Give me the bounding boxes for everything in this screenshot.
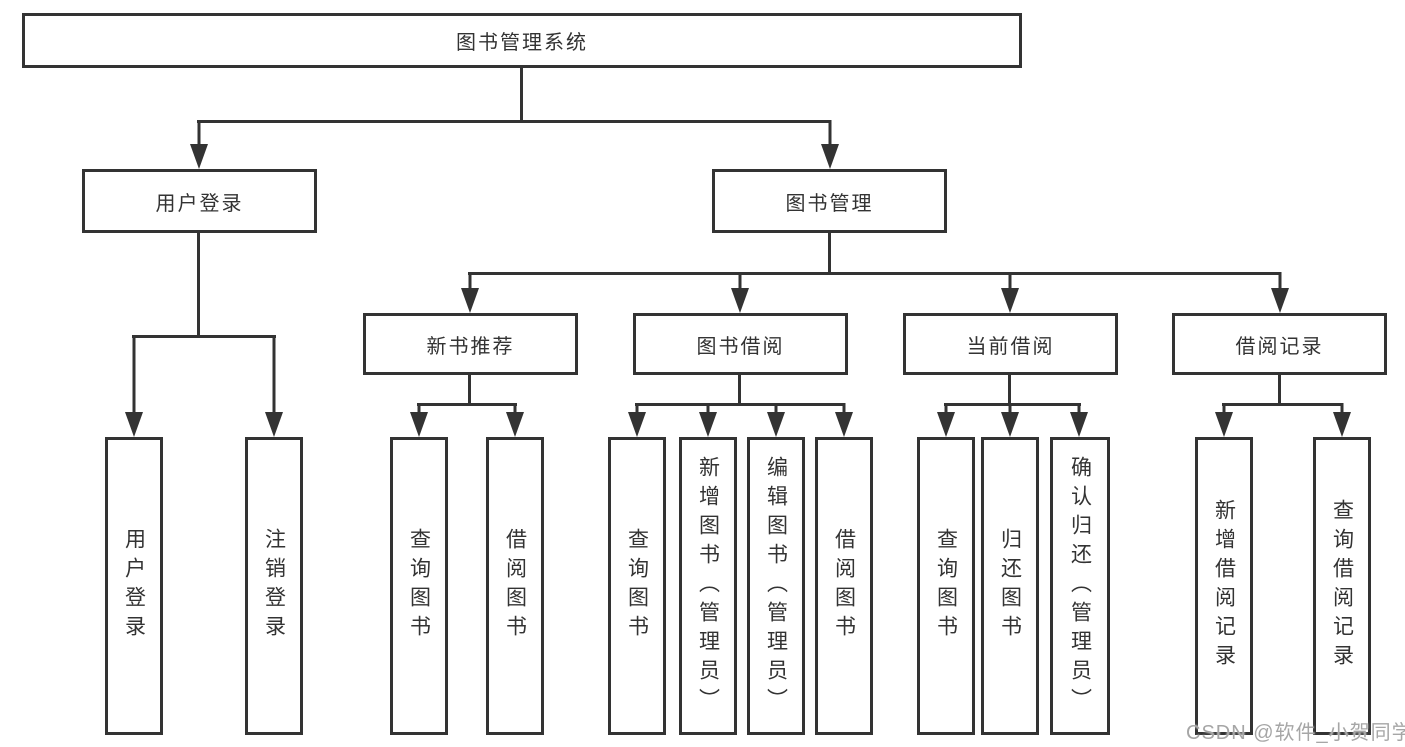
node-borrow-records-label: 借阅记录 <box>1235 335 1324 358</box>
connector-line <box>197 231 200 338</box>
connector-arrow <box>461 272 479 313</box>
leaf-add-book-admin: 新增图书（管理员） <box>679 437 737 735</box>
leaf-edit-book-admin: 编辑图书（管理员） <box>747 437 805 735</box>
node-book-borrow: 图书借阅 <box>633 313 848 375</box>
node-book-management-label: 图书管理 <box>785 192 874 215</box>
leaf-query-books-current-label: 查询图书 <box>934 528 958 644</box>
leaf-return-books-label: 归还图书 <box>998 528 1022 644</box>
leaf-query-books-current: 查询图书 <box>917 437 975 735</box>
node-root-label: 图书管理系统 <box>456 32 588 54</box>
connector-line <box>468 373 471 406</box>
connector-arrow <box>125 335 143 437</box>
connector-arrow <box>628 403 646 437</box>
node-new-book-recommend: 新书推荐 <box>363 313 578 375</box>
leaf-user-login-label: 用户登录 <box>122 528 146 644</box>
leaf-confirm-return-admin-label: 确认归还（管理员） <box>1068 455 1092 717</box>
node-new-book-recommend-label: 新书推荐 <box>426 335 515 358</box>
connector-arrow <box>1001 403 1019 437</box>
leaf-borrow-books: 借阅图书 <box>815 437 873 735</box>
connector-arrow <box>410 403 428 437</box>
connector-line <box>1278 373 1281 406</box>
csdn-watermark: CSDN @软件_小贺同学 <box>1186 722 1405 744</box>
leaf-query-books-borrow-label: 查询图书 <box>625 528 649 644</box>
leaf-edit-book-admin-label: 编辑图书（管理员） <box>764 455 788 717</box>
node-borrow-records: 借阅记录 <box>1172 313 1387 375</box>
connector-arrow <box>937 403 955 437</box>
leaf-logout: 注销登录 <box>245 437 303 735</box>
leaf-return-books: 归还图书 <box>981 437 1039 735</box>
connector-arrow <box>1271 272 1289 313</box>
connector-arrow <box>731 272 749 313</box>
leaf-confirm-return-admin: 确认归还（管理员） <box>1050 437 1110 735</box>
connector-line <box>1222 403 1343 406</box>
connector-arrow <box>1215 403 1233 437</box>
node-user-login: 用户登录 <box>82 169 317 233</box>
node-root: 图书管理系统 <box>22 13 1022 68</box>
leaf-borrow-books-recommend-label: 借阅图书 <box>503 528 527 644</box>
leaf-borrow-books-recommend: 借阅图书 <box>486 437 544 735</box>
connector-line <box>520 66 523 123</box>
node-current-borrow: 当前借阅 <box>903 313 1118 375</box>
connector-arrow <box>767 403 785 437</box>
connector-arrow <box>1001 272 1019 313</box>
connector-arrow <box>506 403 524 437</box>
connector-arrow <box>1070 403 1088 437</box>
leaf-query-books-recommend-label: 查询图书 <box>407 528 431 644</box>
leaf-query-books-recommend: 查询图书 <box>390 437 448 735</box>
connector-arrow <box>1333 403 1351 437</box>
connector-line <box>635 403 845 406</box>
connector-line <box>468 272 1281 275</box>
connector-arrow <box>821 120 839 169</box>
connector-line <box>738 373 741 406</box>
connector-line <box>197 120 831 123</box>
connector-arrow <box>265 335 283 437</box>
connector-arrow <box>190 120 208 169</box>
leaf-add-book-admin-label: 新增图书（管理员） <box>696 455 720 717</box>
connector-line <box>1008 373 1011 406</box>
connector-line <box>828 231 831 275</box>
node-book-borrow-label: 图书借阅 <box>696 335 785 358</box>
connector-arrow <box>835 403 853 437</box>
leaf-query-borrow-record: 查询借阅记录 <box>1313 437 1371 735</box>
leaf-user-login: 用户登录 <box>105 437 163 735</box>
node-current-borrow-label: 当前借阅 <box>966 335 1055 358</box>
node-user-login-label: 用户登录 <box>155 192 244 215</box>
node-book-management: 图书管理 <box>712 169 947 233</box>
leaf-query-borrow-record-label: 查询借阅记录 <box>1330 499 1354 673</box>
leaf-borrow-books-label: 借阅图书 <box>832 528 856 644</box>
leaf-query-books-borrow: 查询图书 <box>608 437 666 735</box>
connector-arrow <box>699 403 717 437</box>
leaf-add-borrow-record-label: 新增借阅记录 <box>1212 499 1236 673</box>
leaf-add-borrow-record: 新增借阅记录 <box>1195 437 1253 735</box>
connector-line <box>417 403 517 406</box>
connector-line <box>132 335 276 338</box>
leaf-logout-label: 注销登录 <box>262 528 286 644</box>
